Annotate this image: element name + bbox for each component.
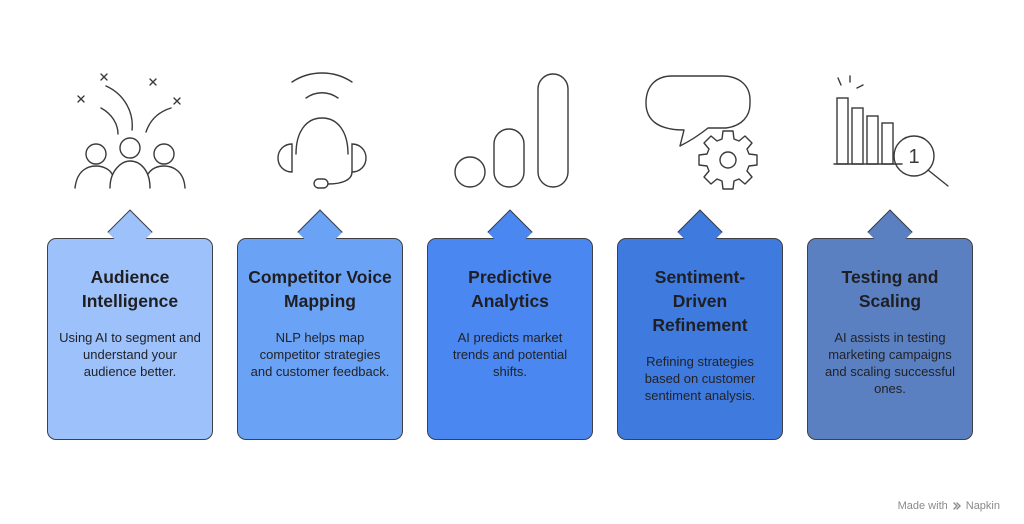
made-with-label: Made with: [897, 500, 948, 512]
speech-gear-icon: [642, 60, 762, 200]
step-title: Sentiment-Driven Refinement: [652, 267, 748, 335]
step-title: Predictive Analytics: [468, 267, 552, 311]
audience-fireworks-icon: [70, 60, 190, 200]
step-card-competitor-voice-mapping: Competitor Voice Mapping NLP helps map c…: [237, 209, 403, 440]
step-card-sentiment-driven-refinement: Sentiment-Driven Refinement Refining str…: [617, 209, 783, 440]
made-with-napkin-credit: Made with Napkin: [898, 500, 1000, 512]
napkin-brand-label: Napkin: [965, 500, 1000, 512]
step-title: Testing and Scaling: [841, 267, 939, 311]
step-description: Refining strategies based on customer se…: [644, 354, 756, 403]
card-notch: [297, 209, 343, 255]
step-card-testing-and-scaling: Testing and Scaling AI assists in testin…: [807, 209, 973, 440]
step-title: Audience Intelligence: [81, 267, 179, 311]
step-description: NLP helps map competitor strategies and …: [250, 330, 390, 379]
card-notch: [867, 209, 913, 255]
step-card-audience-intelligence: Audience Intelligence Using AI to segmen…: [47, 209, 213, 440]
napkin-logo-icon: [953, 502, 961, 510]
step-card-predictive-analytics: Predictive Analytics AI predicts market …: [427, 209, 593, 440]
card-notch: [107, 209, 153, 255]
step-title: Competitor Voice Mapping: [248, 267, 392, 311]
card-notch: [677, 209, 723, 255]
step-description: Using AI to segment and understand your …: [59, 330, 201, 379]
step-description: AI predicts market trends and potential …: [452, 330, 568, 379]
card-notch: [487, 209, 533, 255]
magnifier-digit: 1: [908, 146, 919, 168]
step-description: AI assists in testing marketing campaign…: [824, 330, 956, 396]
chart-magnifier-icon: 1: [832, 60, 952, 200]
growth-bars-icon: [452, 60, 572, 200]
headset-icon: [262, 60, 382, 200]
